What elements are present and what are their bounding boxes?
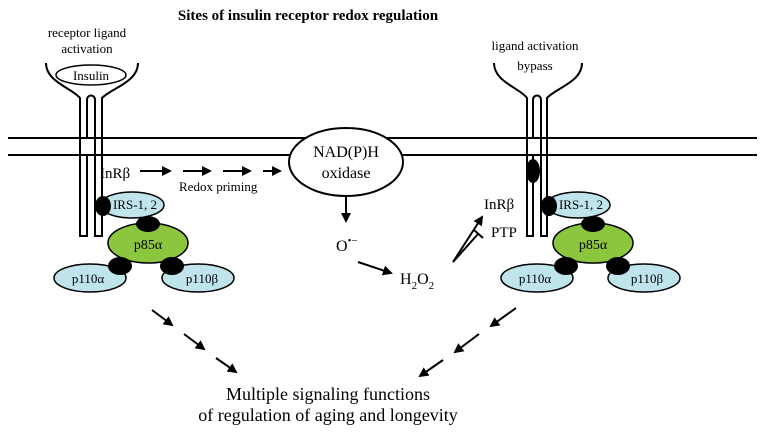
membrane-gap-left <box>83 139 92 154</box>
left-signaling-complex <box>53 191 235 293</box>
h2o2-effect-arrows <box>452 215 484 263</box>
superoxide-label: O•− <box>336 235 358 255</box>
outcome-line1: Multiple signaling functions <box>226 384 430 404</box>
superoxide-to-h2o2-arrow <box>357 261 393 276</box>
right-p85-label: p85α <box>579 238 608 253</box>
left-dock-receptor <box>95 196 111 216</box>
superoxide-base: O <box>336 238 348 255</box>
right-dock-p110b <box>606 257 630 275</box>
superoxide-sup: •− <box>348 235 358 247</box>
right-caption-line1: ligand activation <box>491 38 579 53</box>
diagram-title: Sites of insulin receptor redox regulati… <box>178 8 439 24</box>
membrane-gap-right <box>529 139 539 154</box>
left-receptor-label: InRβ <box>100 166 130 182</box>
h2o2-label: H2O2 <box>400 271 434 292</box>
right-p110b-label: p110β <box>631 271 664 286</box>
left-insulin-label: Insulin <box>73 68 110 83</box>
right-dock-p110a <box>554 257 578 275</box>
left-caption-line1: receptor ligand <box>48 25 127 40</box>
right-signaling-complex <box>500 191 681 293</box>
redox-priming-label: Redox priming <box>179 179 258 194</box>
right-dock-irs-p85 <box>581 216 605 232</box>
oxidase-label-line2: oxidase <box>322 165 371 182</box>
left-dock-p110a <box>108 257 132 275</box>
right-insulin-receptor <box>493 62 583 237</box>
nadph-oxidase-node <box>288 127 404 197</box>
outcome-line2: of regulation of aging and longevity <box>198 405 457 425</box>
left-insulin-ligand <box>55 64 127 86</box>
right-caption-line2: bypass <box>517 58 552 73</box>
h2o2-sub2: 2 <box>429 280 435 292</box>
oxidase-label-line1: NAD(P)H <box>313 144 379 161</box>
left-p85-label: p85α <box>134 238 163 253</box>
ptp-label: PTP <box>491 225 517 241</box>
right-p110a-label: p110α <box>519 271 552 286</box>
h2o2-o: O <box>417 271 429 288</box>
left-p110a-node <box>53 263 127 293</box>
left-irs-label: IRS-1, 2 <box>113 197 157 212</box>
right-irs-label: IRS-1, 2 <box>559 197 603 212</box>
left-p110b-label: p110β <box>186 271 219 286</box>
left-dock-p110b <box>160 257 184 275</box>
right-target-receptor-label: InRβ <box>484 197 514 213</box>
h2o2-sub1: 2 <box>412 280 418 292</box>
left-p110a-label: p110α <box>72 271 105 286</box>
right-outcome-arrow <box>418 307 517 378</box>
h2o2-h: H <box>400 271 412 288</box>
right-dock-receptor <box>541 196 557 216</box>
left-outcome-arrow <box>151 309 238 374</box>
left-dock-irs-p85 <box>136 216 160 232</box>
right-membrane-dock <box>526 159 540 183</box>
left-caption-line2: activation <box>61 41 113 56</box>
left-insulin-receptor <box>45 62 139 237</box>
right-p110a-node <box>500 263 574 293</box>
